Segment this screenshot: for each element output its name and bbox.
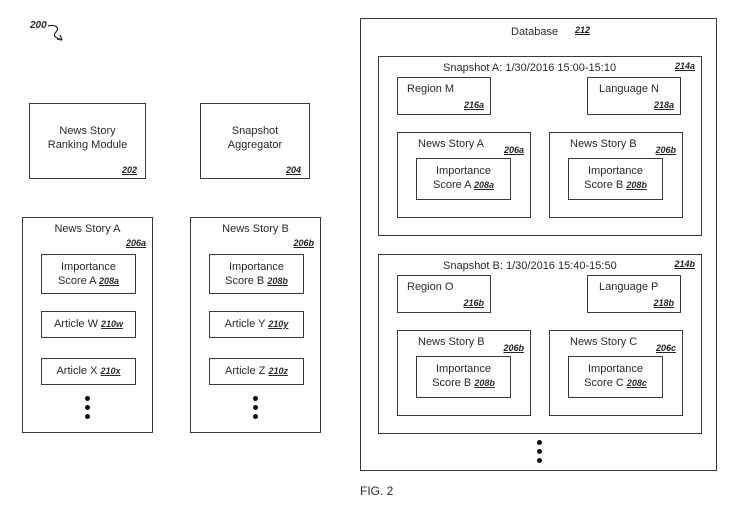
snapshot-b-score-c-label: Importance Score C 208c: [584, 363, 647, 389]
language-p-label: Language P: [599, 281, 659, 293]
snapshot-a-score-b-label: Importance Score B 208b: [584, 165, 647, 191]
snapshot-a-score-b-box: Importance Score B 208b: [568, 158, 663, 200]
snapshot-a-ref: 214a: [674, 61, 695, 71]
ranking-module-box: News Story Ranking Module 202: [29, 103, 146, 179]
snapshot-b-score-c-box: Importance Score C 208c: [568, 356, 663, 398]
snapshot-a-story-b-title: News Story B: [570, 138, 637, 150]
more-articles-ellipsis-icon: [253, 396, 259, 423]
snapshot-b-title: Snapshot B: 1/30/2016 15:40-15:50: [443, 260, 617, 272]
snapshot-a-story-b-ref: 206b: [655, 145, 676, 155]
snapshot-b-story-b-ref: 206b: [503, 343, 524, 353]
snapshot-b-story-c-ref: 206c: [655, 343, 676, 353]
snapshot-b-story-b-title: News Story B: [418, 336, 485, 348]
language-n-label: Language N: [599, 83, 659, 95]
snapshot-a-story-a-box: News Story A 206a Importance Score A 208…: [397, 132, 531, 218]
snapshot-a-score-a-box: Importance Score A 208a: [416, 158, 511, 200]
figure-caption: FIG. 2: [360, 484, 394, 498]
snapshot-b-score-b-label: Importance Score B 208b: [432, 363, 495, 389]
news-story-b-ref: 206b: [293, 238, 314, 248]
database-box: Database 212 Snapshot A: 1/30/2016 15:00…: [360, 18, 717, 471]
figure-ref-label: 200: [30, 20, 47, 31]
importance-score-a-label: Importance Score A 208a: [57, 261, 119, 287]
snapshot-a-story-a-title: News Story A: [418, 138, 485, 150]
figure-ref-arrow-icon: [47, 24, 63, 41]
snapshot-b-box: Snapshot B: 1/30/2016 15:40-15:50 214b R…: [378, 254, 702, 434]
news-story-a-box: News Story A 206a Importance Score A 208…: [22, 217, 153, 433]
language-p-ref: 218b: [653, 298, 674, 308]
snapshot-b-story-b-box: News Story B 206b Importance Score B 208…: [397, 330, 531, 416]
snapshot-a-story-b-box: News Story B 206b Importance Score B 208…: [549, 132, 683, 218]
importance-score-a-box: Importance Score A 208a: [41, 254, 136, 294]
news-story-b-title: News Story B: [222, 223, 289, 235]
article-w-box: Article W 210w: [41, 311, 136, 338]
region-o-box: Region O 216b: [397, 275, 491, 313]
snapshot-aggregator-box: Snapshot Aggregator 204: [200, 103, 310, 179]
snapshot-b-score-b-box: Importance Score B 208b: [416, 356, 511, 398]
article-x-box: Article X 210x: [41, 358, 136, 385]
database-ref: 212: [575, 25, 591, 35]
importance-score-b-label: Importance Score B 208b: [225, 261, 288, 287]
region-o-label: Region O: [407, 281, 454, 293]
snapshot-a-title: Snapshot A: 1/30/2016 15:00-15:10: [443, 62, 617, 74]
more-snapshots-ellipsis-icon: [537, 440, 543, 467]
snapshot-b-story-c-box: News Story C 206c Importance Score C 208…: [549, 330, 683, 416]
aggregator-title: Snapshot Aggregator: [227, 125, 283, 151]
article-y-box: Article Y 210y: [209, 311, 304, 338]
language-n-box: Language N 218a: [587, 77, 681, 115]
language-p-box: Language P 218b: [587, 275, 681, 313]
news-story-b-box: News Story B 206b Importance Score B 208…: [190, 217, 321, 433]
region-m-label: Region M: [407, 83, 455, 95]
region-m-ref: 216a: [463, 100, 484, 110]
article-w-label: Article W 210w: [53, 318, 124, 330]
aggregator-ref: 204: [285, 165, 301, 175]
article-x-label: Article X 210x: [56, 365, 121, 377]
news-story-a-ref: 206a: [125, 238, 146, 248]
database-title: Database: [511, 26, 559, 38]
region-m-box: Region M 216a: [397, 77, 491, 115]
article-y-label: Article Y 210y: [224, 318, 289, 330]
snapshot-a-story-a-ref: 206a: [503, 145, 524, 155]
language-n-ref: 218a: [653, 100, 674, 110]
article-z-label: Article Z 210z: [225, 365, 288, 377]
more-articles-ellipsis-icon: [85, 396, 91, 423]
article-z-box: Article Z 210z: [209, 358, 304, 385]
snapshot-a-score-a-label: Importance Score A 208a: [432, 165, 494, 191]
snapshot-b-ref: 214b: [674, 259, 695, 269]
snapshot-a-box: Snapshot A: 1/30/2016 15:00-15:10 214a R…: [378, 56, 702, 236]
importance-score-b-box: Importance Score B 208b: [209, 254, 304, 294]
news-story-a-title: News Story A: [54, 223, 121, 235]
ranking-module-ref: 202: [121, 165, 137, 175]
region-o-ref: 216b: [463, 298, 484, 308]
snapshot-b-story-c-title: News Story C: [570, 336, 638, 348]
ranking-module-title: News Story Ranking Module: [47, 125, 128, 151]
